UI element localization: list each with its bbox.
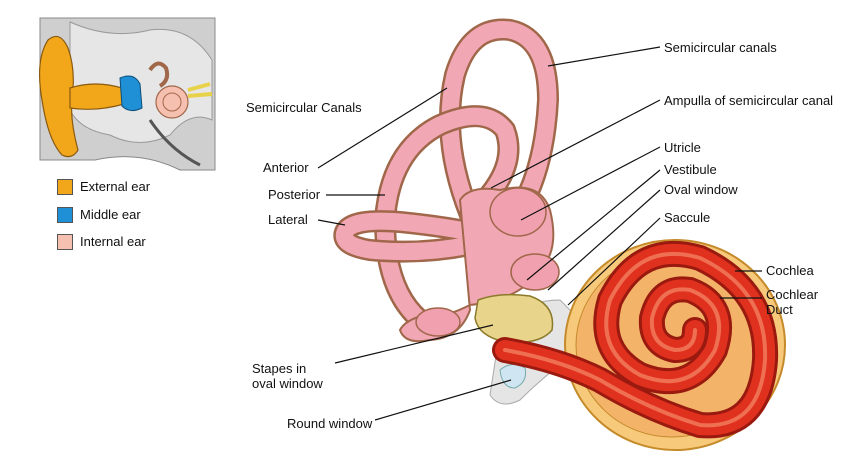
label-stapes: Stapes in oval window	[252, 361, 323, 391]
label-utricle: Utricle	[664, 140, 701, 155]
leader-stapes	[334, 324, 494, 364]
stapes-footplate	[474, 293, 554, 344]
leader-vestibule	[526, 169, 661, 281]
leader-semicircular-canals	[547, 46, 661, 67]
cochlea	[492, 239, 786, 451]
label-anterior: Anterior	[263, 160, 309, 175]
label-cochlear-duct: Cochlear Duct	[766, 287, 819, 317]
leader-lines	[317, 46, 762, 421]
leader-lateral	[317, 219, 346, 226]
legend-swatch-external-ear	[57, 179, 73, 195]
label-cochlea: Cochlea	[766, 263, 814, 278]
label-vestibule: Vestibule	[664, 162, 717, 177]
inset-canals	[148, 61, 170, 88]
utricle-body	[489, 187, 547, 237]
inset-pinna	[38, 35, 79, 158]
label-ampulla: Ampulla of semicircular canal	[664, 93, 834, 108]
leader-oval-window	[547, 189, 661, 291]
label-saccule: Saccule	[664, 210, 711, 225]
lateral-canal	[335, 212, 479, 261]
label-oval-window: Oval window	[664, 182, 738, 197]
label-round-window: Round window	[287, 416, 373, 431]
leader-ampulla	[490, 99, 661, 189]
inset-middle-ear	[119, 75, 143, 112]
legend-label-internal-ear: Internal ear	[80, 234, 146, 249]
label-lateral: Lateral	[268, 212, 308, 227]
ampulla-body	[415, 307, 461, 337]
label-semicircular-canals-group: Semicircular Canals	[246, 100, 362, 115]
inset-nerve	[187, 82, 213, 98]
legend-swatch-internal-ear	[57, 234, 73, 250]
leader-utricle	[520, 146, 661, 221]
leader-anterior	[317, 87, 448, 169]
legend-label-external-ear: External ear	[80, 179, 151, 194]
label-semicircular-canals: Semicircular canals	[664, 40, 777, 55]
legend-label-middle-ear: Middle ear	[80, 207, 141, 222]
leader-round-window	[374, 379, 512, 421]
leader-saccule	[567, 217, 661, 306]
inset-cochlea	[155, 85, 189, 119]
label-posterior: Posterior	[268, 187, 321, 202]
inset-tube	[148, 119, 201, 167]
legend-swatch-middle-ear	[57, 207, 73, 223]
